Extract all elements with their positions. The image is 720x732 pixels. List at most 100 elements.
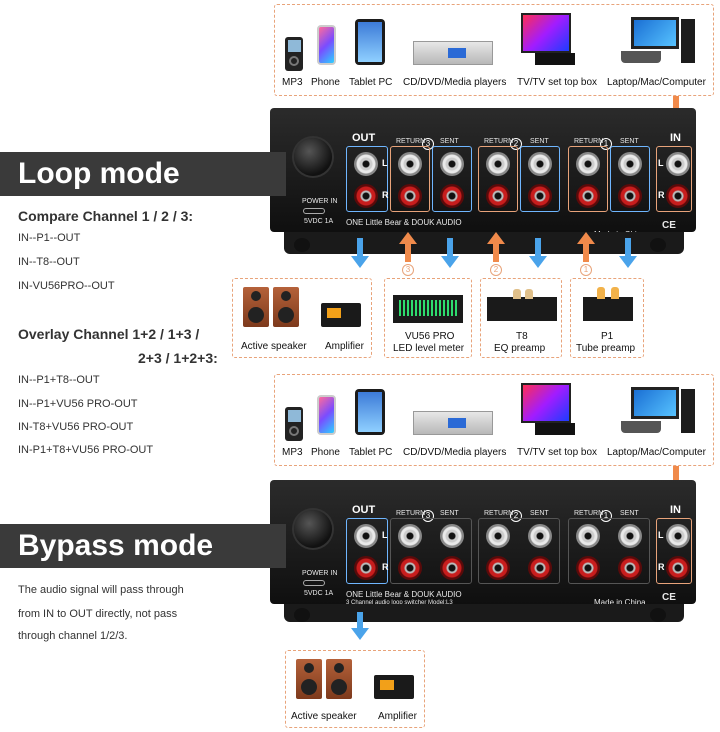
in-right-jack-2[interactable] bbox=[666, 556, 690, 580]
vu56-box: VU56 PRO LED level meter bbox=[384, 278, 472, 358]
compare-line-2: IN--T8--OUT bbox=[18, 256, 80, 268]
source-label-tablet-2: Tablet PC bbox=[349, 447, 393, 458]
ch1-sent-right-2[interactable] bbox=[618, 556, 642, 580]
ch1-return-right[interactable] bbox=[576, 184, 600, 208]
model-label-2: 3 Channel audio loop switcher Model:L3 bbox=[346, 600, 453, 606]
in-left-jack[interactable] bbox=[666, 152, 690, 176]
ch2-number-2: 2 bbox=[510, 510, 522, 522]
arrow-ch1-return bbox=[577, 232, 595, 262]
t8-preamp-image bbox=[487, 289, 557, 321]
ch2-sent-right[interactable] bbox=[528, 184, 552, 208]
bypass-mode-banner: Bypass mode bbox=[0, 524, 286, 568]
ch2-sent-label: SENT bbox=[530, 138, 549, 145]
vu56-meter-image bbox=[393, 295, 463, 323]
in-label: IN bbox=[670, 132, 681, 144]
overlay-line-3: IN-T8+VU56 PRO-OUT bbox=[18, 421, 134, 433]
in-label-l-2: L bbox=[658, 530, 664, 540]
computer-image-2 bbox=[631, 387, 679, 419]
made-in-label-2: Made in China bbox=[594, 598, 646, 607]
arrow-ch1-sent bbox=[619, 238, 637, 268]
amplifier-image bbox=[321, 303, 361, 327]
bypass-output-devices-box: Active speaker Amplifier bbox=[285, 650, 425, 728]
ch3-return-left-2[interactable] bbox=[398, 524, 422, 548]
ce-mark-2: CE bbox=[662, 592, 676, 603]
ch1-return-right-2[interactable] bbox=[576, 556, 600, 580]
ch3-return-left[interactable] bbox=[398, 152, 422, 176]
ch1-return-label: RETURN bbox=[574, 138, 604, 145]
speaker-right-image-2 bbox=[326, 659, 352, 699]
ch3-sent-left-2[interactable] bbox=[440, 524, 464, 548]
p1-label-2: Tube preamp bbox=[576, 343, 636, 354]
loop-mode-banner: Loop mode bbox=[0, 152, 286, 196]
tv-image-2 bbox=[521, 383, 571, 423]
source-label-mp3: MP3 bbox=[282, 77, 303, 88]
out-jack-group bbox=[346, 146, 388, 212]
source-label-cd-dvd: CD/DVD/Media players bbox=[403, 77, 507, 88]
in-label-r-2: R bbox=[658, 562, 665, 572]
volume-knob-2[interactable] bbox=[294, 510, 332, 548]
bypass-label-active-speaker: Active speaker bbox=[291, 711, 357, 722]
ch3-sent-right-2[interactable] bbox=[440, 556, 464, 580]
in-label-r: R bbox=[658, 190, 665, 200]
vu56-label-2: LED level meter bbox=[393, 343, 465, 354]
ch3-return-group bbox=[390, 146, 430, 212]
computer-image bbox=[631, 17, 679, 49]
in-right-jack[interactable] bbox=[666, 184, 690, 208]
p1-box: P1 Tube preamp bbox=[570, 278, 644, 358]
ch1-return-left-2[interactable] bbox=[576, 524, 600, 548]
ch3-return-label-2: RETURN bbox=[396, 510, 426, 517]
in-left-jack-2[interactable] bbox=[666, 524, 690, 548]
ch2-sent-right-2[interactable] bbox=[528, 556, 552, 580]
overlay-line-1: IN--P1+T8--OUT bbox=[18, 374, 100, 386]
out-right-jack[interactable] bbox=[354, 184, 378, 208]
ch1-sent-right[interactable] bbox=[618, 184, 642, 208]
ch3-return-right-2[interactable] bbox=[398, 556, 422, 580]
ch1-return-left[interactable] bbox=[576, 152, 600, 176]
arrow-ch2-return bbox=[487, 232, 505, 262]
tv-image bbox=[521, 13, 571, 53]
ch2-return-left-2[interactable] bbox=[486, 524, 510, 548]
out-left-jack[interactable] bbox=[354, 152, 378, 176]
ch3-sent-label-2: SENT bbox=[440, 510, 459, 517]
bypass-desc-line-2: from IN to OUT directly, not pass bbox=[18, 608, 178, 620]
ch3-sent-left[interactable] bbox=[440, 152, 464, 176]
mp3-player-image bbox=[285, 37, 303, 71]
ch2-return-group bbox=[478, 146, 518, 212]
overlay-heading-1: Overlay Channel 1+2 / 1+3 / bbox=[18, 326, 200, 342]
volume-knob[interactable] bbox=[294, 138, 332, 176]
out-label-2: OUT bbox=[352, 504, 376, 516]
ch3-return-right[interactable] bbox=[398, 184, 422, 208]
ch2-sent-left[interactable] bbox=[528, 152, 552, 176]
loop-label-amplifier: Amplifier bbox=[325, 341, 364, 352]
compare-line-1: IN--P1--OUT bbox=[18, 232, 81, 244]
source-label-tv: TV/TV set top box bbox=[517, 77, 598, 88]
ch2-return-right-2[interactable] bbox=[486, 556, 510, 580]
tower-image bbox=[681, 19, 695, 63]
overlay-line-2: IN--P1+VU56 PRO-OUT bbox=[18, 398, 138, 410]
out-left-jack-2[interactable] bbox=[354, 524, 378, 548]
ch2-number: 2 bbox=[510, 138, 522, 150]
ch2-sent-left-2[interactable] bbox=[528, 524, 552, 548]
out-right-jack-2[interactable] bbox=[354, 556, 378, 580]
ch1-sent-group bbox=[610, 146, 650, 212]
source-label-tv-2: TV/TV set top box bbox=[517, 447, 598, 458]
laptop-image-2 bbox=[621, 421, 661, 433]
source-label-computer: Laptop/Mac/Computer bbox=[607, 77, 706, 88]
ch2-return-left[interactable] bbox=[486, 152, 510, 176]
brand-label-2: ONE Little Bear & DOUK AUDIO bbox=[346, 590, 462, 599]
loop-switcher-device-top: POWER IN 5VDC 1A OUT L R RETURN 3 SENT R… bbox=[270, 108, 696, 239]
ch1-sent-left-2[interactable] bbox=[618, 524, 642, 548]
source-label-computer-2: Laptop/Mac/Computer bbox=[607, 447, 706, 458]
ch1-sent-left[interactable] bbox=[618, 152, 642, 176]
source-label-tablet: Tablet PC bbox=[349, 77, 393, 88]
ch2-return-right[interactable] bbox=[486, 184, 510, 208]
overlay-line-4: IN-P1+T8+VU56 PRO-OUT bbox=[18, 444, 154, 456]
arrow-ch3-return bbox=[399, 232, 417, 262]
tablet-image bbox=[355, 19, 385, 65]
p1-preamp-image bbox=[583, 287, 633, 321]
ch3-sent-right[interactable] bbox=[440, 184, 464, 208]
power-port-2 bbox=[303, 580, 325, 586]
ch1-number: 1 bbox=[600, 138, 612, 150]
t8-label-1: T8 bbox=[516, 331, 528, 342]
cd-dvd-player-image-2 bbox=[413, 411, 493, 435]
